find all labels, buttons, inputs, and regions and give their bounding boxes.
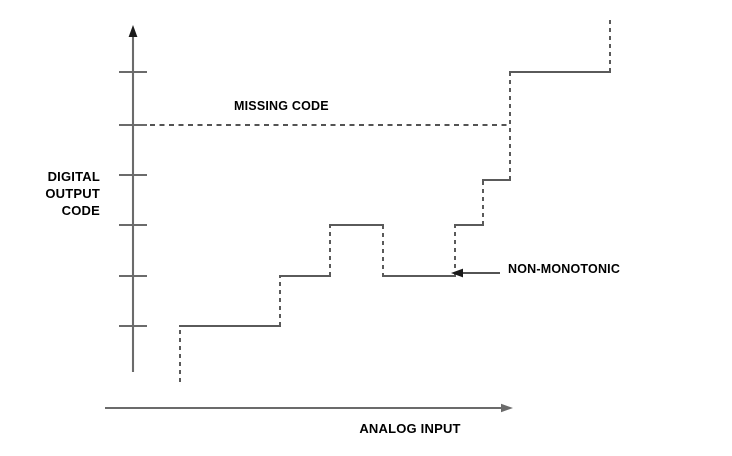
x-axis-label: ANALOG INPUT: [359, 421, 461, 436]
staircase-treads: [179, 71, 611, 327]
x-axis: [105, 403, 513, 413]
non-monotonic-arrow: [451, 268, 500, 278]
staircase-risers: [179, 18, 611, 382]
y-axis-arrowhead: [128, 25, 138, 37]
y-axis-label: DIGITAL OUTPUT CODE: [45, 169, 100, 218]
non-monotonic-arrowhead: [451, 268, 463, 278]
x-axis-arrowhead: [501, 403, 513, 413]
y-axis-ticks: [119, 70, 147, 328]
y-axis: [128, 25, 138, 372]
non-monotonic-annotation: NON-MONOTONIC: [508, 262, 621, 276]
missing-code-annotation: MISSING CODE: [234, 99, 329, 113]
